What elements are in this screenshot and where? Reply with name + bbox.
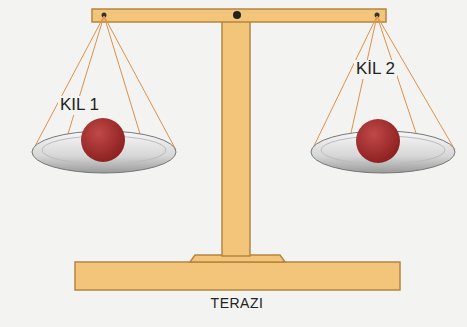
scale-beam bbox=[92, 9, 386, 22]
pan-label: KİL 2 bbox=[354, 60, 397, 79]
pivot bbox=[233, 11, 241, 19]
clay-ball bbox=[81, 118, 125, 162]
scale-post bbox=[222, 20, 250, 256]
scale-base bbox=[75, 262, 400, 290]
clay-ball bbox=[356, 119, 400, 163]
caption: TERAZI bbox=[209, 296, 266, 311]
pan-label: KIL 1 bbox=[58, 96, 101, 115]
